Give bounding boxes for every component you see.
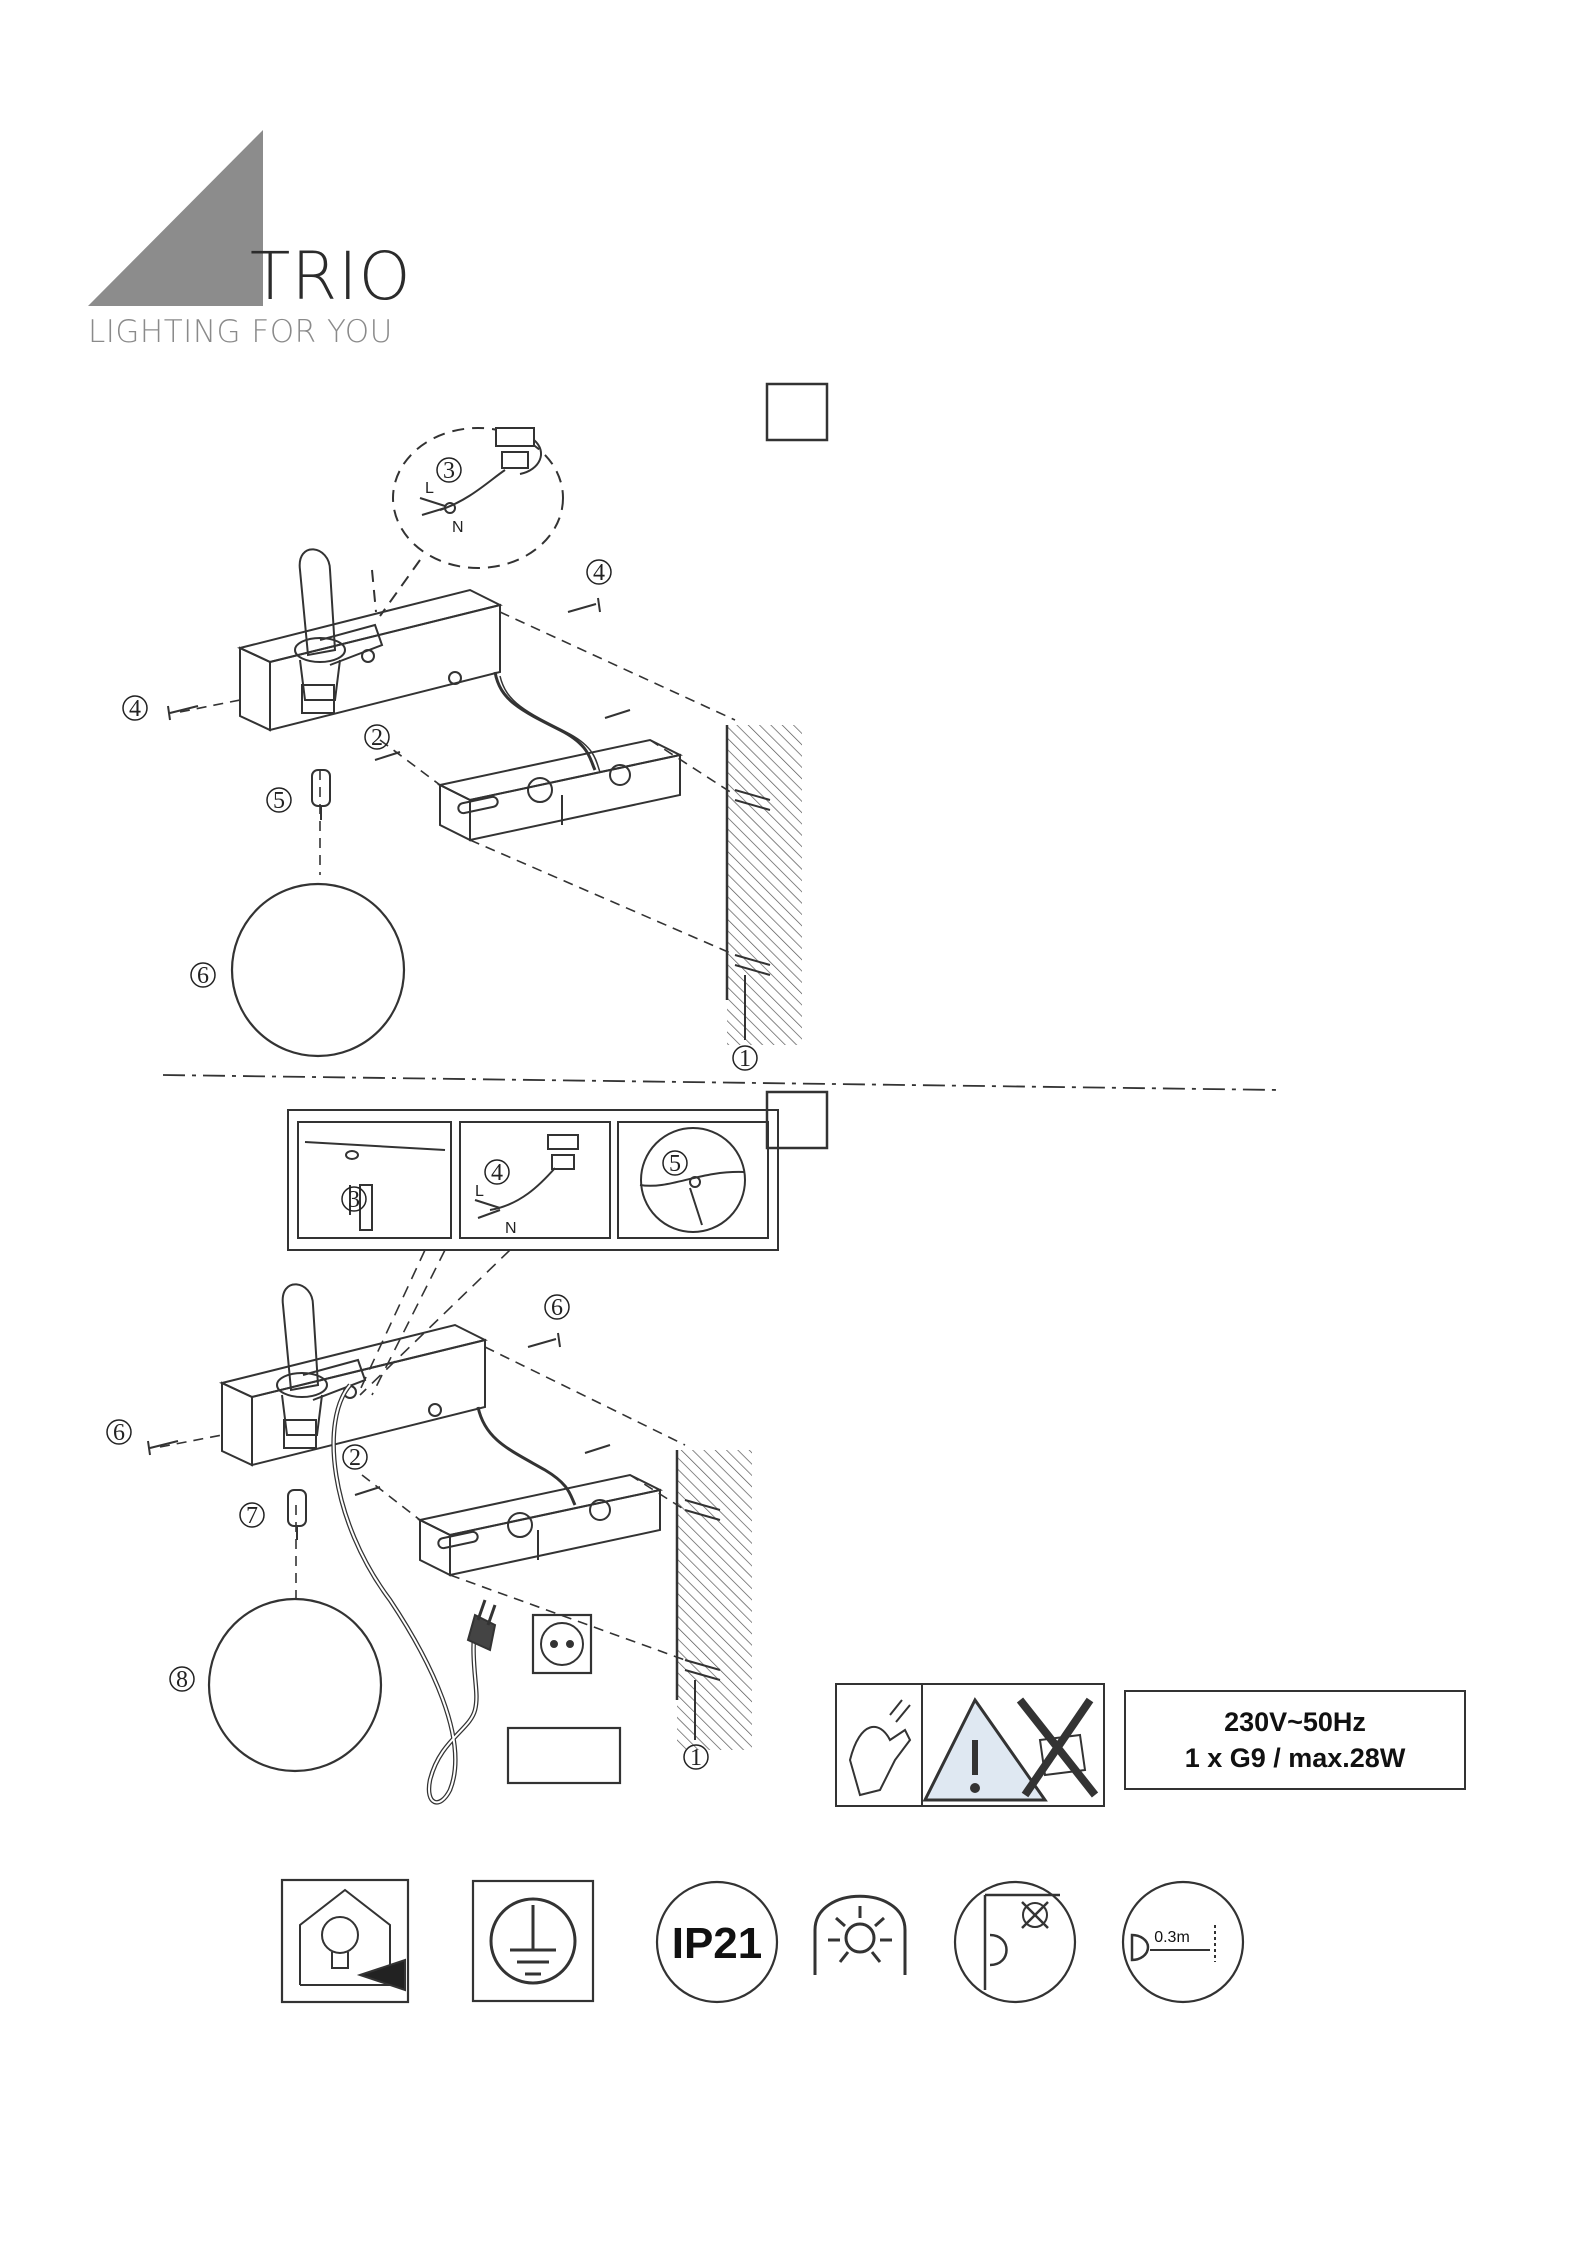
- wire-live-a: L: [425, 480, 434, 497]
- housing-a: [240, 590, 500, 730]
- plug-icon: [468, 1600, 495, 1650]
- spec-bulb: 1 x G9 / max.28W: [1185, 1740, 1406, 1776]
- warning-panel: [836, 1684, 1104, 1806]
- step-3-a: 3: [443, 458, 455, 484]
- section-b-label-box: [767, 1092, 827, 1148]
- glass-globe-b: [209, 1599, 381, 1771]
- step-4-a-left: 4: [129, 696, 141, 722]
- screw-a-right: [568, 598, 600, 612]
- step-3-b: 3: [348, 1187, 360, 1213]
- step-4-a-right: 4: [593, 560, 605, 586]
- step-6-b-left: 6: [113, 1420, 125, 1446]
- earth-ground-icon: [473, 1881, 593, 2001]
- screw-a-left: [168, 706, 198, 720]
- distance-label: 0.3m: [1154, 1929, 1190, 1946]
- step-7-b: 7: [246, 1503, 258, 1529]
- step-1-b: 1: [690, 1745, 702, 1771]
- wiring-callout-a: [372, 428, 563, 616]
- warning-triangle-icon: [925, 1700, 1095, 1800]
- ip21-label: IP21: [672, 1919, 763, 1968]
- wire-live-b: L: [475, 1183, 484, 1200]
- step-4-b: 4: [491, 1160, 503, 1186]
- step-6-a: 6: [197, 963, 209, 989]
- step-6-b-right: 6: [551, 1295, 563, 1321]
- step-2-a: 2: [371, 725, 383, 751]
- step-5-a: 5: [273, 788, 285, 814]
- step-2-b: 2: [349, 1445, 361, 1471]
- bracket-a: [440, 740, 680, 840]
- detail-strip-b: [288, 1110, 778, 1250]
- wire-neutral-b: N: [505, 1220, 517, 1237]
- indoor-use-icon: [282, 1880, 408, 2002]
- wall-a: [727, 725, 802, 1045]
- g9-bulb-a: [312, 770, 330, 806]
- spec-voltage: 230V~50Hz: [1224, 1704, 1366, 1740]
- step-8-b: 8: [176, 1667, 188, 1693]
- bracket-b: [420, 1475, 660, 1575]
- wire-neutral-a: N: [452, 519, 464, 536]
- section-divider: [163, 1075, 1280, 1090]
- g9-bulb-b: [288, 1490, 306, 1526]
- electrical-spec-box: 230V~50Hz 1 x G9 / max.28W: [1124, 1690, 1466, 1790]
- step-1-a: 1: [739, 1046, 751, 1072]
- wall-b: [677, 1450, 752, 1750]
- disconnect-power-icon: [850, 1700, 910, 1795]
- cord-switch-box: [508, 1728, 620, 1783]
- section-a-label-box: [767, 384, 827, 440]
- glass-globe-a: [232, 884, 404, 1056]
- housing-b: [222, 1325, 485, 1465]
- heat-resistant-lamp-icon: [815, 1896, 905, 1975]
- no-ceiling-mount-icon: [955, 1882, 1075, 2002]
- step-5-b: 5: [669, 1151, 681, 1177]
